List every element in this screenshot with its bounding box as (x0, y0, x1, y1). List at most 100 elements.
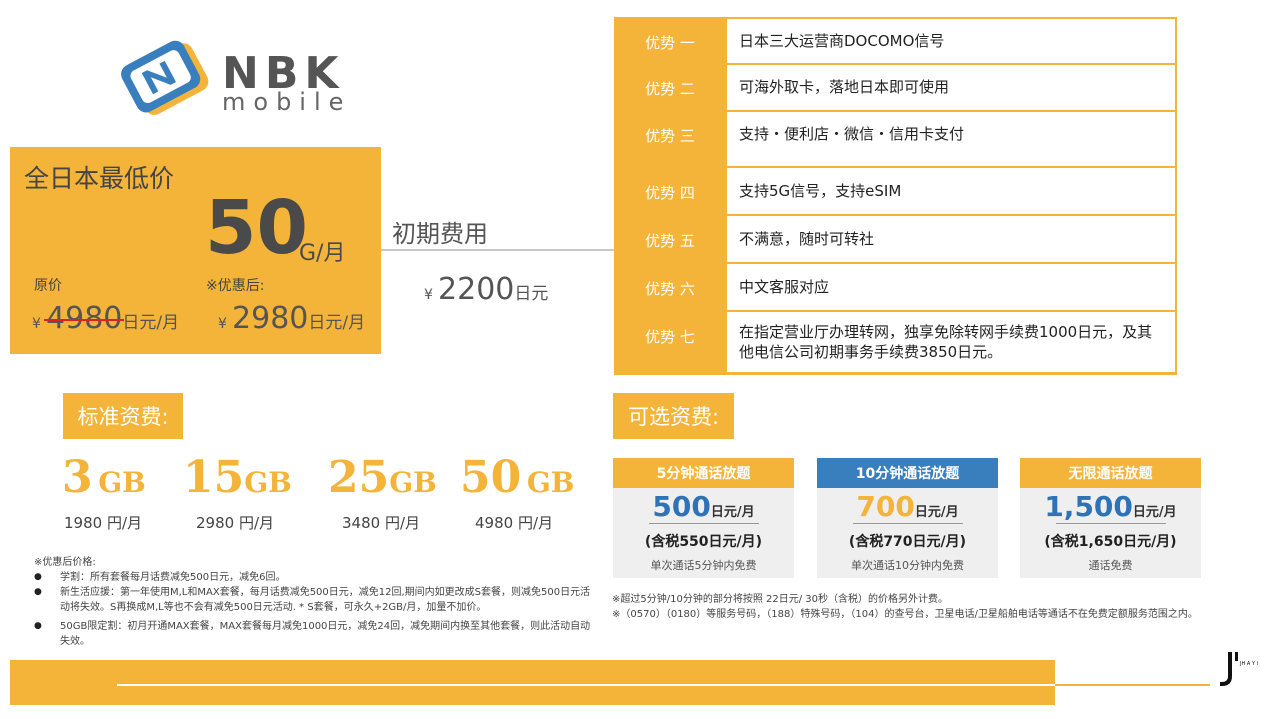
discount-price-value: 2980 (232, 301, 309, 336)
note-item: 学割：所有套餐每月话费减免500日元，减免6回。 (34, 570, 594, 585)
call-plan-title: 5分钟通话放题 (613, 458, 794, 488)
svg-text:JH A Y I: JH A Y I (1239, 661, 1258, 667)
call-plan-price-value: 500 (652, 490, 711, 523)
plan-gb-value: 25 (328, 452, 390, 503)
call-plan-price-value: 700 (856, 490, 915, 523)
advantage-label: 优势 七 (645, 328, 695, 346)
advantage-row: 优势 二 可海外取卡，落地日本即可使用 (614, 65, 1177, 110)
original-price-value: 4980 (46, 301, 123, 336)
plan-price: 4980 円/月 (475, 514, 553, 532)
yen-symbol: ¥ (218, 316, 227, 332)
advantage-label: 优势 六 (645, 280, 695, 298)
plan-price: 1980 円/月 (64, 514, 142, 532)
advantage-label: 优势 三 (645, 127, 695, 145)
notes-title: ※优惠后价格: (34, 557, 96, 568)
call-plan-price-value: 1,500 (1044, 490, 1133, 523)
call-plan-notes: ※超过5分钟/10分钟的部分将按照 22日元/ 30秒（含税）的价格另外计费。 … (612, 592, 1272, 622)
divider (648, 523, 759, 524)
footer-line (117, 684, 1210, 686)
plan-gb-unit: GB (526, 466, 575, 499)
discount-price: ¥ 2980日元/月 (218, 301, 365, 336)
plan-gb-unit: GB (98, 466, 146, 499)
call-plan-price: 700日元/月 (817, 490, 998, 523)
advantage-row: 优势 四 支持5G信号，支持eSIM (614, 168, 1177, 214)
original-price: ¥ 4980日元/月 (32, 301, 179, 336)
advantage-label: 优势 二 (645, 80, 695, 98)
advantage-row: 优势 五 不满意，随时可转社 (614, 216, 1177, 262)
call-plan-tax: (含税550日元/月) (644, 534, 763, 550)
divider (381, 249, 614, 251)
advantage-text: 在指定营业厅办理转网，独享免除转网手续费1000日元，及其他电信公司初期事务手续… (727, 312, 1175, 372)
discount-price-label: ※优惠后: (206, 278, 265, 294)
optional-plans-header: 可选资费: (613, 393, 734, 439)
call-plan-price: 500日元/月 (613, 490, 794, 523)
plan-gb-unit: GB (389, 466, 437, 499)
call-note: ※超过5分钟/10分钟的部分将按照 22日元/ 30秒（含税）的价格另外计费。 (612, 594, 949, 605)
note-item: 新生活应援：第一年使用M,L和MAX套餐，每月话费减免500日元，减免12回,期… (34, 585, 594, 615)
plan-gb-value: 3 (62, 452, 93, 503)
price-big-value: 50 (205, 185, 308, 271)
divider (852, 523, 963, 524)
advantage-text: 不满意，随时可转社 (727, 216, 1175, 262)
plan-price: 2980 円/月 (196, 514, 274, 532)
original-price-label: 原价 (34, 278, 62, 294)
discount-notes: ※优惠后价格: 学割：所有套餐每月话费减免500日元，减免6回。 新生活应援：第… (34, 555, 594, 649)
price-unit: 日元/月 (308, 313, 366, 333)
price-unit: 日元/月 (122, 313, 180, 333)
price-headline: 全日本最低价 (24, 164, 175, 193)
brand-name: NBK (222, 48, 345, 99)
plan-gb-value: 50 (460, 452, 522, 503)
call-note: ※（0570）（0180）等服务号码，（188）特殊号码，（104）的查号台，卫… (612, 609, 1198, 620)
call-plan-tax: (含税770日元/月) (848, 534, 967, 550)
initial-fee-price: ¥ 2200日元 (424, 272, 548, 307)
call-plan-title: 10分钟通话放题 (817, 458, 998, 488)
footer-line (1055, 684, 1210, 686)
initial-fee-value: 2200 (438, 272, 515, 307)
initial-fee-unit: 日元 (514, 284, 549, 304)
lowest-price-box: 全日本最低价 50 G/月 原价 ※优惠后: ¥ 4980日元/月 ¥ 2980… (10, 147, 381, 354)
plan-price: 3480 円/月 (342, 514, 420, 532)
note-item: 50GB限定割：初月开通MAX套餐，MAX套餐每月减免1000日元，减免24回，… (34, 619, 594, 649)
advantage-label: 优势 四 (645, 184, 695, 202)
call-plan-price: 1,500日元/月 (1020, 490, 1201, 523)
call-plan-price-unit: 日元/月 (914, 505, 959, 520)
call-plan-price-unit: 日元/月 (710, 505, 755, 520)
advantages-table: 优势 一 日本三大运营商DOCOMO信号 优势 二 可海外取卡，落地日本即可使用… (614, 17, 1177, 375)
advantage-label: 优势 五 (645, 232, 695, 250)
divider (1055, 523, 1166, 524)
advantage-text: 可海外取卡，落地日本即可使用 (727, 65, 1175, 110)
call-plan-price-unit: 日元/月 (1132, 505, 1177, 520)
call-plan-card: 5分钟通话放题 500日元/月 (含税550日元/月) 单次通话5分钟内免费 (613, 458, 794, 578)
call-plan-tax: (含税1,650日元/月) (1044, 534, 1177, 550)
initial-fee-title: 初期费用 (392, 220, 488, 248)
advantage-text: 支持5G信号，支持eSIM (727, 168, 1175, 214)
plan-gb: 50 GB (460, 452, 574, 503)
jhy-logo-icon: JH A Y I (1216, 648, 1266, 690)
call-plan-title: 无限通话放题 (1020, 458, 1201, 488)
call-plan-note: 通话免费 (1088, 559, 1133, 572)
call-plan-card: 无限通话放题 1,500日元/月 (含税1,650日元/月) 通话免费 (1020, 458, 1201, 578)
advantage-row: 优势 一 日本三大运营商DOCOMO信号 (614, 19, 1177, 63)
nbk-logo-icon (120, 40, 215, 120)
plan-gb-value: 15 (183, 452, 245, 503)
brand-subtitle: mobile (222, 88, 352, 116)
yen-symbol: ¥ (424, 287, 433, 303)
advantage-row: 优势 三 支持・便利店・微信・信用卡支付 (614, 112, 1177, 166)
call-plan-note: 单次通话5分钟内免费 (650, 559, 757, 572)
standard-plans-header: 标准资费: (63, 393, 183, 439)
plan-gb: 3 GB (62, 452, 146, 503)
plan-gb: 15GB (183, 452, 292, 503)
advantage-text: 中文客服对应 (727, 264, 1175, 310)
plan-gb-unit: GB (244, 466, 292, 499)
yen-symbol: ¥ (32, 316, 41, 332)
advantage-label: 优势 一 (645, 34, 695, 52)
call-plan-card: 10分钟通话放题 700日元/月 (含税770日元/月) 单次通话10分钟内免费 (817, 458, 998, 578)
advantage-row: 优势 七 在指定营业厅办理转网，独享免除转网手续费1000日元，及其他电信公司初… (614, 312, 1177, 372)
footer-bar (10, 660, 1055, 705)
advantage-text: 日本三大运营商DOCOMO信号 (727, 19, 1175, 63)
call-plan-note: 单次通话10分钟内免费 (851, 559, 964, 572)
plan-gb: 25GB (328, 452, 437, 503)
advantage-text: 支持・便利店・微信・信用卡支付 (727, 112, 1175, 166)
price-big-unit: G/月 (299, 241, 346, 266)
advantage-row: 优势 六 中文客服对应 (614, 264, 1177, 310)
